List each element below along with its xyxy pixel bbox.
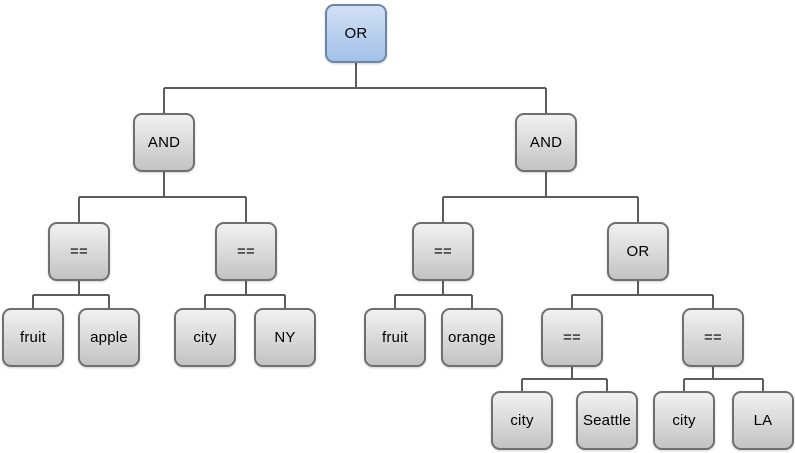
tree-node-label: apple [90, 329, 128, 346]
tree-node-leaf-seattle: Seattle [576, 391, 638, 450]
tree-node-label: NY [274, 329, 296, 346]
tree-connector [394, 281, 473, 308]
tree-connector [442, 172, 639, 222]
tree-node-leaf-ny: NY [254, 308, 316, 367]
tree-node-or-root: OR [325, 4, 387, 63]
tree-connector [571, 281, 714, 308]
tree-node-label: LA [753, 412, 773, 429]
tree-node-eq-city-seattle: == [541, 308, 603, 367]
tree-node-label: == [563, 329, 581, 346]
tree-node-label: == [70, 243, 88, 260]
tree-node-eq-fruit-orange: == [412, 222, 474, 281]
tree-node-eq-city-la: == [682, 308, 744, 367]
tree-node-or-city: OR [607, 222, 669, 281]
tree-connector [521, 367, 608, 391]
tree-connector [204, 281, 286, 308]
tree-node-leaf-apple: apple [78, 308, 140, 367]
tree-node-label: city [672, 412, 696, 429]
tree-node-label: AND [529, 134, 563, 151]
tree-connector [163, 63, 547, 113]
tree-node-label: city [510, 412, 534, 429]
tree-node-label: == [237, 243, 255, 260]
tree-node-leaf-fruit-2: fruit [364, 308, 426, 367]
tree-connector [78, 172, 247, 222]
tree-node-leaf-la: LA [732, 391, 794, 450]
tree-connector [32, 281, 110, 308]
tree-node-label: == [434, 243, 452, 260]
tree-node-leaf-fruit-1: fruit [2, 308, 64, 367]
tree-node-and-right: AND [515, 113, 577, 172]
tree-node-label: OR [626, 243, 650, 260]
tree-connector [683, 367, 764, 391]
tree-node-label: fruit [381, 329, 408, 346]
tree-node-eq-fruit-apple: == [48, 222, 110, 281]
tree-node-label: == [704, 329, 722, 346]
tree-node-leaf-city-2: city [491, 391, 553, 450]
tree-node-leaf-city-3: city [653, 391, 715, 450]
tree-node-label: fruit [19, 329, 46, 346]
tree-node-label: OR [344, 25, 368, 42]
tree-node-label: city [193, 329, 217, 346]
tree-node-and-left: AND [133, 113, 195, 172]
tree-node-label: orange [448, 329, 496, 346]
tree-node-label: Seattle [582, 412, 632, 429]
tree-node-leaf-orange: orange [441, 308, 503, 367]
tree-node-eq-city-ny: == [215, 222, 277, 281]
tree-node-leaf-city-1: city [174, 308, 236, 367]
tree-node-label: AND [147, 134, 181, 151]
